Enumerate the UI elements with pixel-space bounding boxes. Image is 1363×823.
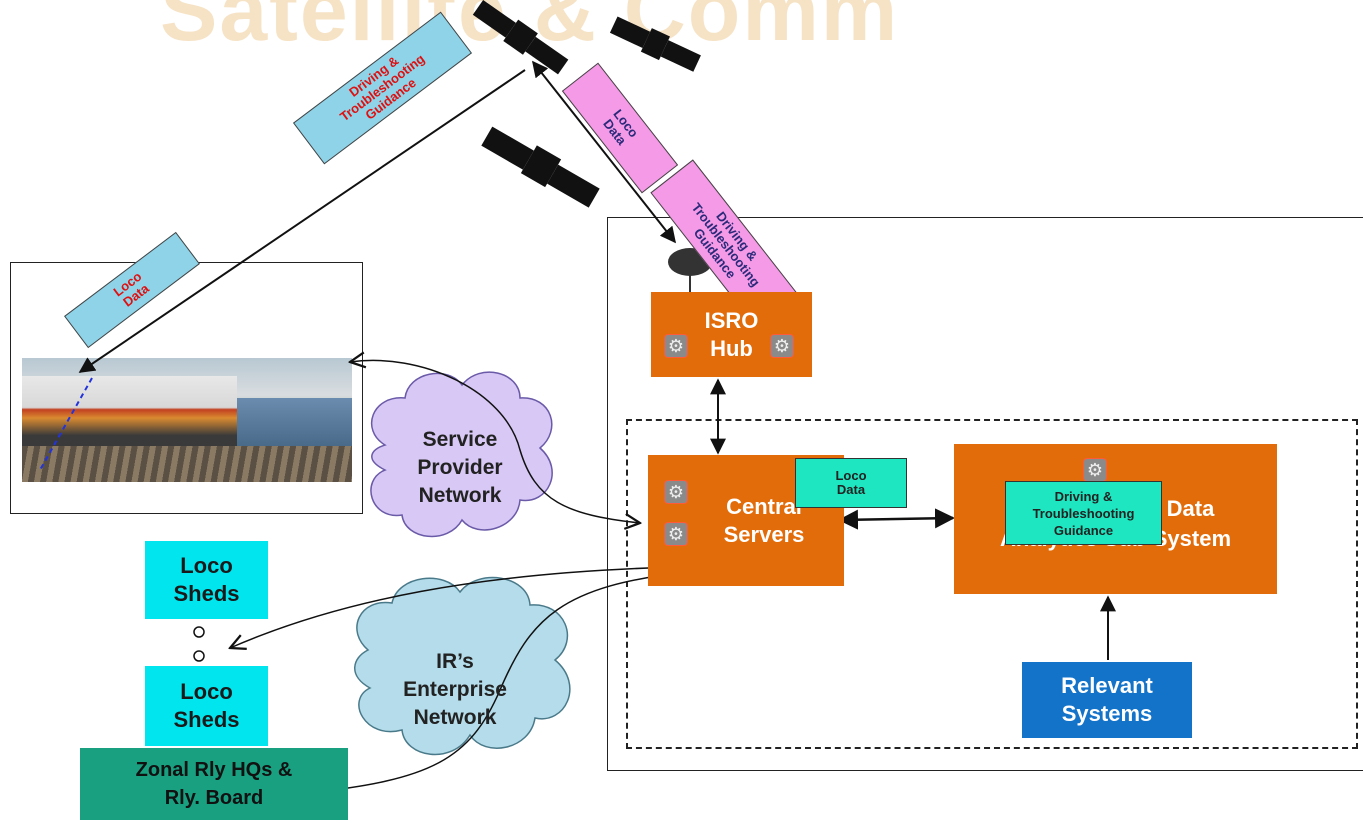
relevant-systems[interactable]: Relevant Systems — [1022, 662, 1192, 738]
sheds-ellipsis-dot — [193, 650, 205, 662]
loco-sheds-top[interactable]: Loco Sheds — [145, 541, 268, 619]
zonal-label: Rly. Board — [164, 787, 264, 809]
zonal-rly-hqs[interactable]: Zonal Rly HQs & Rly. Board — [80, 748, 348, 820]
analytics-label: Data — [1166, 496, 1215, 521]
loco-sheds-label: Sheds — [173, 707, 240, 732]
loco-sheds-bottom[interactable]: Loco Sheds — [145, 666, 268, 746]
zonal-label: Zonal Rly HQs & — [135, 759, 293, 781]
sat-train-link — [78, 69, 526, 373]
satellite-icon — [609, 16, 701, 72]
sat-hub-link — [532, 60, 676, 244]
gear-icon: ⚙ — [664, 480, 688, 504]
zonal-central-link — [308, 572, 690, 793]
central-servers-label: Central — [726, 493, 802, 519]
gear-icon: ⚙ — [664, 522, 688, 546]
sheds-ellipsis-dot — [193, 626, 205, 638]
satellite-icon — [481, 126, 600, 208]
relevant-systems-label: Relevant — [1061, 673, 1153, 698]
central-servers-label: Servers — [723, 521, 805, 547]
train-service-link — [350, 360, 640, 523]
gear-icon: ⚙ — [770, 334, 794, 358]
loco-sheds-label: Loco — [180, 679, 233, 704]
central-analytics-link — [838, 508, 955, 530]
isro-hub-label: Hub — [710, 335, 753, 361]
loco-sheds-label: Sheds — [173, 581, 240, 606]
locomotive-photo — [22, 358, 352, 482]
relevant-systems-label: Systems — [1061, 701, 1153, 726]
satellite-icon — [472, 0, 569, 75]
isro-hub-label: ISRO — [704, 307, 759, 333]
gear-icon: ⚙ — [664, 334, 688, 358]
gear-icon: ⚙ — [1083, 458, 1107, 482]
signal-dashes — [39, 377, 93, 471]
loco-sheds-label: Loco — [180, 553, 233, 578]
central-servers[interactable]: Central Servers — [648, 455, 844, 586]
